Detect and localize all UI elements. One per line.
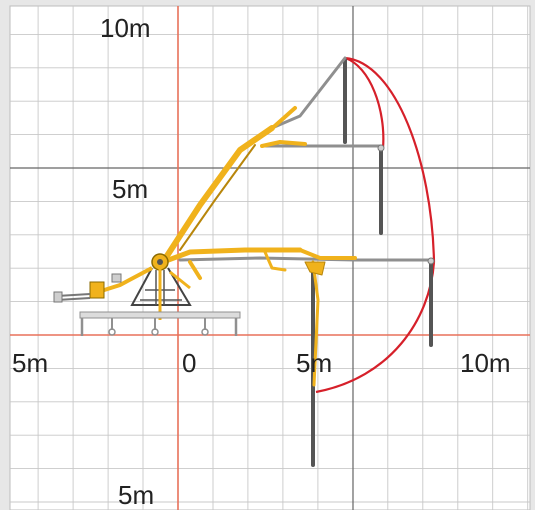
boom-raised: [160, 56, 385, 265]
rear-inlet: [53, 291, 63, 303]
label-left-5m: 5m: [12, 348, 48, 378]
boom-pipe-raised-top: [270, 56, 347, 130]
lift-hook-1: [108, 328, 116, 336]
boom-section-2-horizontal: [298, 248, 357, 260]
counterweight-arm: [53, 266, 153, 303]
mast-arm: [169, 270, 191, 290]
horizontal-end-joint: [427, 257, 435, 265]
rear-arm: [97, 266, 153, 294]
boom-section-1-horizontal: [160, 247, 303, 265]
turret: [130, 253, 192, 320]
boom-pipe-horizontal: [178, 256, 432, 262]
boom-link-horizontal: [188, 260, 202, 280]
raised-end-joint: [377, 144, 385, 152]
base-frame: [79, 311, 241, 336]
label-origin-0: 0: [182, 348, 196, 378]
label-right-5m: 5m: [296, 348, 332, 378]
reach-curve-upper: [344, 56, 436, 263]
control-box: [111, 273, 122, 283]
label-top-10m: 10m: [100, 13, 151, 43]
boom-drop-joint: [304, 261, 326, 276]
lift-hook-3: [201, 328, 209, 336]
boom-link-horizontal-2: [263, 250, 287, 272]
boom-section-1-raised: [160, 125, 275, 265]
base-beam: [79, 311, 241, 319]
boom-joint-raised: [266, 106, 297, 134]
boom-section-1-raised-cylinder: [179, 144, 256, 251]
scale-labels: 10m 5m 5m 0 5m 10m 5m: [12, 13, 511, 510]
boom-horizontal: [160, 247, 435, 387]
boom-section-2-raised: [260, 140, 307, 148]
turret-pivot: [157, 259, 163, 265]
reach-curve-inner: [344, 56, 385, 149]
end-hoses: [311, 58, 433, 467]
label-mid-5m: 5m: [112, 174, 148, 204]
boom-drop-section: [311, 260, 320, 387]
lift-hook-2: [151, 328, 159, 336]
counterweight-block: [89, 281, 105, 299]
label-right-10m: 10m: [460, 348, 511, 378]
label-bottom-5m: 5m: [118, 480, 154, 510]
